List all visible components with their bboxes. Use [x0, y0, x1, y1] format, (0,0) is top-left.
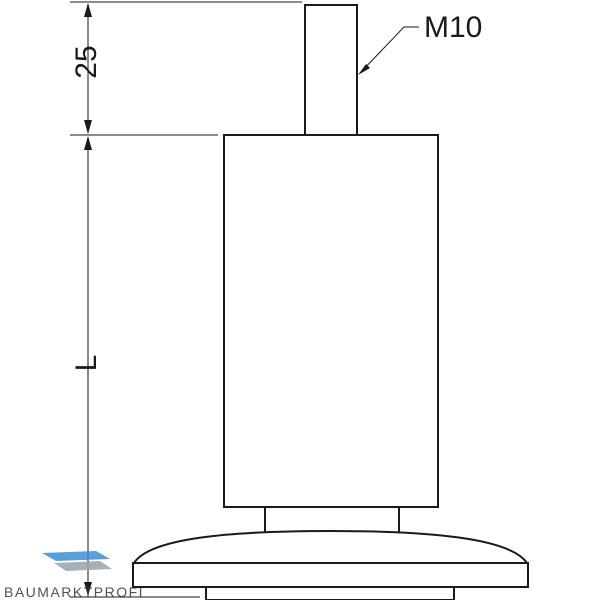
body-length-dimension: L: [70, 136, 200, 598]
body-length-label: L: [70, 355, 103, 372]
leveling-foot: [132, 4, 529, 600]
logo-grey-stripe: [54, 561, 112, 571]
brand-watermark: BAUMARKTPROFI: [4, 551, 144, 600]
arrow-down-icon: [84, 582, 92, 596]
base-band: [132, 562, 529, 588]
logo-blue-stripe: [42, 551, 110, 561]
cylinder-body: [223, 134, 439, 508]
brand-logo-icon: [42, 551, 112, 571]
leader-arrow-icon: [358, 64, 370, 75]
arrow-up-icon: [84, 3, 92, 17]
thread-label: M10: [424, 11, 482, 44]
arrow-down-icon: [84, 120, 92, 134]
stud-length-dimension: 25: [70, 1, 302, 136]
leader-line: [360, 26, 419, 73]
brand-name: BAUMARKTPROFI: [4, 584, 144, 600]
base-dome: [132, 529, 529, 564]
threaded-stud: [304, 4, 358, 136]
stud-length-label: 25: [70, 45, 103, 78]
arrow-up-icon: [84, 136, 92, 150]
thread-callout: M10: [358, 11, 482, 75]
glide-pad: [205, 586, 455, 600]
